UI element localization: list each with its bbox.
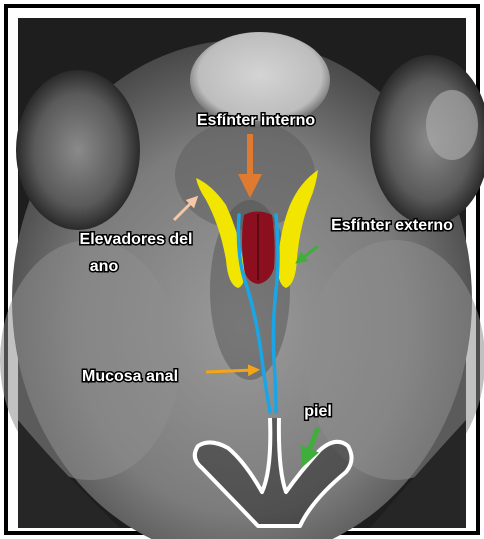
- arrow-anal-mucosa: [206, 370, 254, 372]
- label-levator-ani-line1: Elevadores del: [80, 231, 193, 248]
- left-femoral-head: [16, 70, 140, 230]
- label-external-sphincter: Esfínter externo: [331, 217, 453, 234]
- label-internal-sphincter: Esfínter interno: [197, 112, 315, 129]
- label-anal-mucosa: Mucosa anal: [82, 368, 178, 385]
- internal-sphincter: [242, 212, 275, 285]
- label-levator-ani-line2: ano: [90, 258, 119, 275]
- label-skin: piel: [304, 403, 332, 420]
